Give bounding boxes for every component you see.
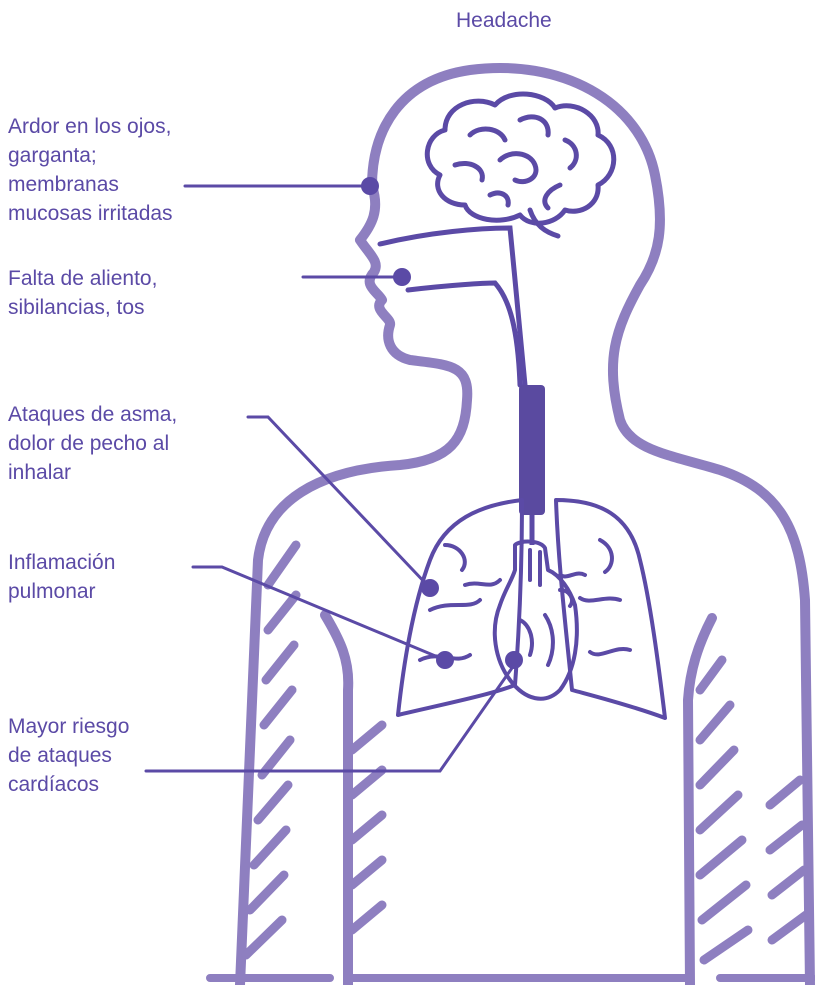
label-heart-attack-risk: Mayor riesgo de ataques cardíacos (8, 712, 129, 799)
label-asthma-attacks: Ataques de asma, dolor de pecho al inhal… (8, 400, 177, 487)
label-headache: Headache (456, 6, 552, 35)
marker-inflammation (436, 651, 454, 669)
right-arm-hatching (700, 660, 806, 960)
left-arm-inner-outline (325, 615, 348, 985)
brain-icon (427, 94, 613, 236)
label-shortness-of-breath: Falta de aliento, sibilancias, tos (8, 264, 157, 322)
marker-asthma (421, 579, 439, 597)
trachea (519, 385, 545, 515)
label-eyes-throat: Ardor en los ojos, garganta; membranas m… (8, 112, 173, 228)
marker-breath (393, 268, 411, 286)
marker-eyes (361, 177, 379, 195)
marker-heart (505, 651, 523, 669)
label-lung-inflammation: Inflamación pulmonar (8, 548, 115, 606)
body-outline (240, 68, 810, 985)
